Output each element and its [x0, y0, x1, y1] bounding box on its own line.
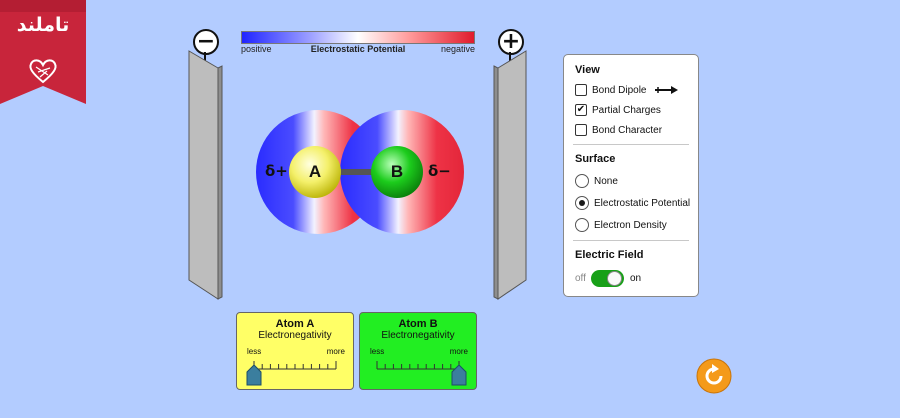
partial-charge-a: δ+	[265, 162, 288, 180]
surface-heading: Surface	[575, 153, 616, 165]
negative-plate	[188, 50, 223, 300]
meter-title: Atom B	[398, 318, 438, 330]
bond-dipole-label: Bond Dipole	[592, 84, 647, 96]
view-heading: View	[575, 64, 600, 76]
atom-a-electronegativity-meter: Atom A Electronegativity less more	[236, 312, 354, 390]
heart-icon	[29, 59, 57, 84]
electronegativity-slider[interactable]	[246, 364, 262, 386]
divider	[573, 144, 689, 145]
key-title: Electrostatic Potential	[310, 44, 406, 54]
partial-charges-checkbox[interactable]: ✔ Partial Charges	[575, 104, 661, 116]
partial-charge-b: δ−	[428, 162, 451, 180]
surface-none-label: None	[594, 175, 618, 187]
reset-button[interactable]	[696, 358, 732, 394]
electronegativity-scale	[376, 361, 467, 386]
dipole-arrow-icon	[655, 86, 679, 94]
bond-character-checkbox[interactable]: Bond Character	[575, 124, 662, 136]
bond-character-label: Bond Character	[592, 124, 663, 136]
partial-charges-label: Partial Charges	[592, 104, 661, 116]
surface-none-radio[interactable]: None	[575, 174, 618, 188]
atom-b[interactable]	[371, 146, 423, 198]
radio-selected-icon[interactable]	[575, 196, 589, 210]
electronegativity-slider[interactable]	[451, 364, 467, 386]
checkmark-icon[interactable]: ✔	[575, 104, 587, 116]
electric-field-toggle-row: off on	[575, 270, 641, 287]
positive-plate	[493, 50, 527, 300]
field-off-label: off	[575, 273, 586, 284]
atom-a-label: A	[308, 162, 322, 181]
field-on-label: on	[629, 273, 642, 284]
meter-less-label: less	[370, 347, 385, 356]
radio-icon[interactable]	[575, 174, 589, 188]
toggle-knob[interactable]	[606, 271, 622, 286]
checkbox-icon[interactable]	[575, 84, 587, 96]
meter-more-label: more	[326, 347, 345, 356]
surface-density-radio[interactable]: Electron Density	[575, 218, 667, 232]
meter-subtitle: Electronegativity	[381, 330, 455, 341]
potential-color-key	[241, 31, 475, 44]
electronegativity-scale	[246, 361, 337, 386]
key-positive-label: positive	[241, 44, 272, 54]
checkbox-icon[interactable]	[575, 124, 587, 136]
radio-icon[interactable]	[575, 218, 589, 232]
meter-title: Atom A	[275, 318, 315, 330]
divider	[573, 240, 689, 241]
electric-field-toggle[interactable]	[590, 270, 624, 287]
logo-text: تاملند	[16, 14, 70, 36]
atom-a[interactable]	[289, 146, 341, 198]
surface-electrostatic-radio[interactable]: Electrostatic Potential	[575, 196, 690, 210]
bond-dipole-checkbox[interactable]: Bond Dipole	[575, 84, 679, 96]
meter-more-label: more	[449, 347, 468, 356]
key-negative-label: negative	[440, 44, 475, 54]
control-panel: View Bond Dipole ✔ Partial Charges Bond …	[563, 54, 699, 297]
surface-electrostatic-label: Electrostatic Potential	[594, 197, 691, 209]
meter-subtitle: Electronegativity	[258, 330, 332, 341]
surface-density-label: Electron Density	[594, 219, 667, 231]
atom-b-electronegativity-meter: Atom B Electronegativity less more	[359, 312, 477, 390]
meter-less-label: less	[247, 347, 262, 356]
atom-b-label: B	[390, 162, 404, 181]
bond	[336, 169, 384, 175]
logo: تاملند	[0, 0, 86, 104]
molecule[interactable]: A B δ+ δ−	[250, 108, 470, 238]
electric-field-heading: Electric Field	[575, 249, 644, 261]
reset-icon	[705, 364, 723, 385]
